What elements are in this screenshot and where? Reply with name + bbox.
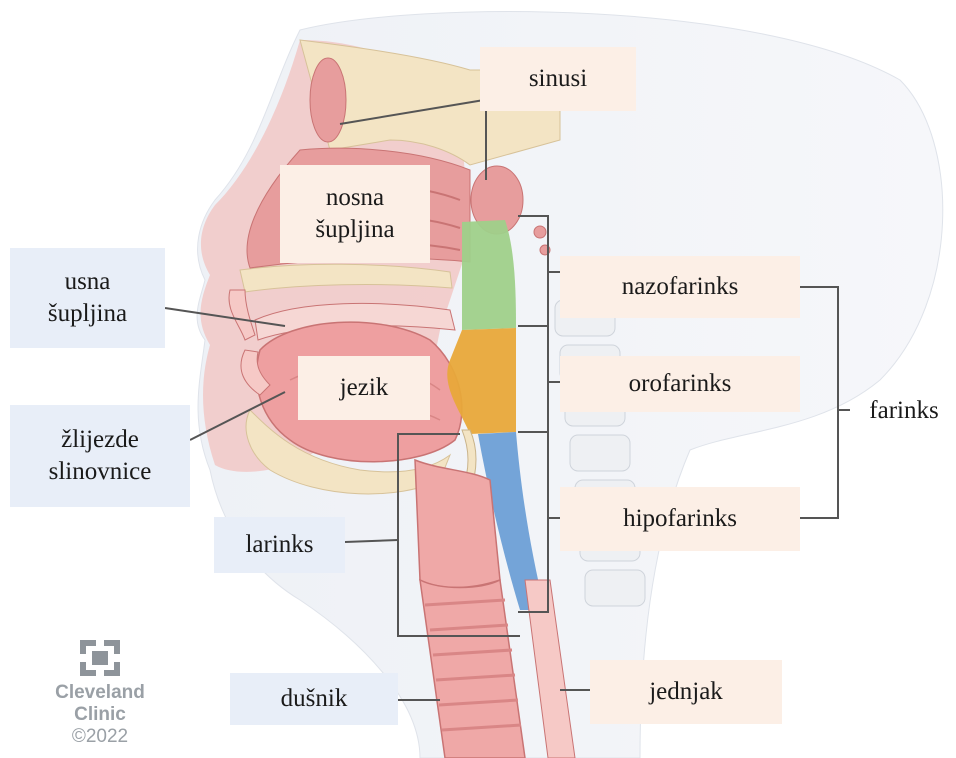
label-orofarinks: orofarinks <box>560 356 800 412</box>
cleveland-clinic-mark-icon <box>80 640 120 676</box>
label-larinks: larinks <box>214 517 345 573</box>
label-farinks: farinks <box>852 390 956 432</box>
cleveland-clinic-logo: Cleveland Clinic ©2022 <box>40 640 160 748</box>
larynx-shape <box>415 460 500 588</box>
label-zlijezde-slinovnice: žlijezde slinovnice <box>10 405 190 507</box>
nasopharynx-region <box>462 220 516 330</box>
label-jezik: jezik <box>298 356 430 420</box>
label-jednjak: jednjak <box>590 660 782 724</box>
frontal-sinus-shape <box>310 58 346 142</box>
label-nosna-supljina: nosna šupljina <box>280 165 430 263</box>
label-usna-supljina: usna šupljina <box>10 248 165 348</box>
logo-copyright: ©2022 <box>40 726 160 748</box>
logo-name-line1: Cleveland <box>40 682 160 704</box>
label-sinusi: sinusi <box>480 47 636 111</box>
label-nazofarinks: nazofarinks <box>560 256 800 318</box>
label-hipofarinks: hipofarinks <box>560 487 800 551</box>
logo-name-line2: Clinic <box>40 704 160 726</box>
label-dusnik: dušnik <box>230 673 398 725</box>
